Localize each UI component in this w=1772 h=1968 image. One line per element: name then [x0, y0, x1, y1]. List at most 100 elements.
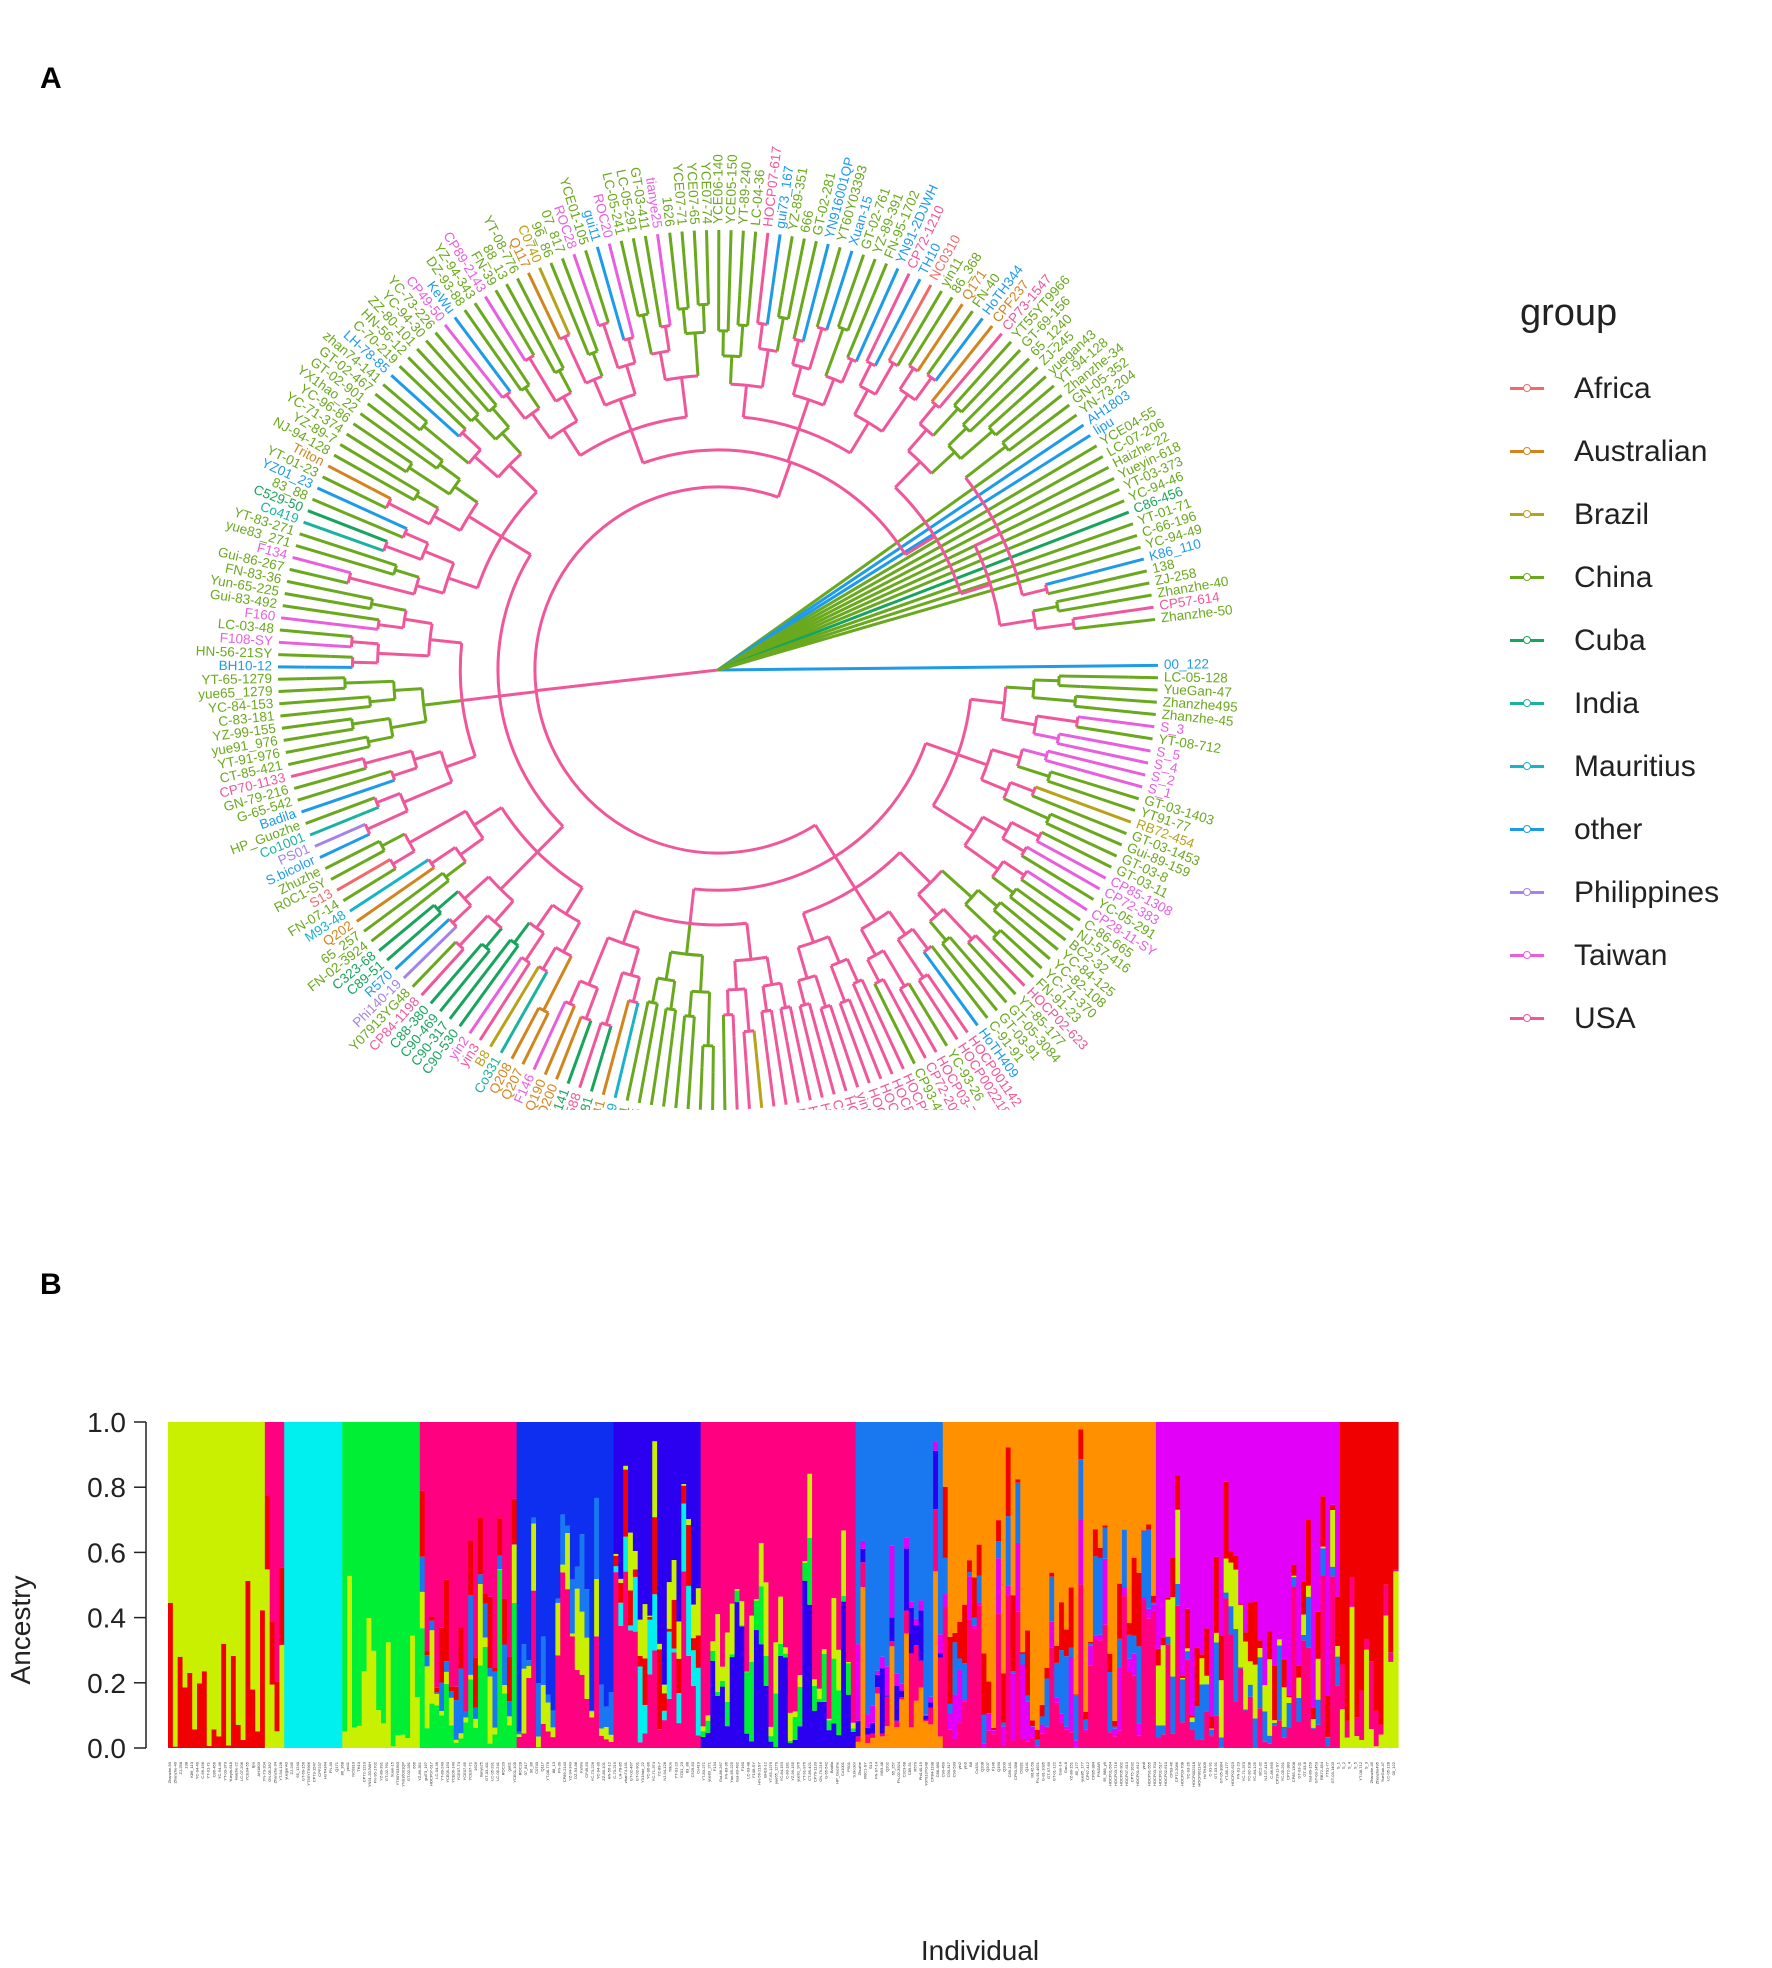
tree-branch: [717, 510, 1130, 672]
ancestry-bar-segment: [439, 1682, 445, 1711]
tree-branch: [1020, 854, 1062, 881]
tree-branch: [825, 275, 846, 331]
ancestry-bar-segment: [666, 1628, 673, 1632]
tree-branch: [432, 940, 457, 967]
ancestry-bar-segment: [1228, 1562, 1234, 1607]
ancestry-bar-segment: [1344, 1737, 1351, 1748]
legend-label: India: [1574, 686, 1640, 720]
tree-branch: [860, 979, 873, 1001]
tree-branch: [964, 445, 1007, 479]
ancestry-bar-segment: [1020, 1653, 1026, 1665]
tree-branch: [917, 893, 938, 917]
ancestry-bar-segment: [477, 1422, 484, 1518]
ancestry-bar-segment: [502, 1685, 508, 1694]
ancestry-bar-segment: [1281, 1726, 1288, 1738]
ancestry-bar-segment: [211, 1729, 218, 1748]
tree-branch: [763, 1037, 776, 1107]
ancestry-bar-segment: [381, 1723, 387, 1748]
ancestry-bar-segment: [1063, 1729, 1070, 1748]
tree-branch: [1060, 840, 1112, 869]
tree-arc: [792, 393, 825, 407]
ancestry-bar-segment: [1262, 1685, 1268, 1712]
ancestry-bar-segment: [773, 1693, 779, 1748]
ancestry-bar-segment: [550, 1422, 557, 1711]
x-tick-label: G-81-1035: [1041, 1761, 1046, 1781]
tree-branch: [829, 965, 847, 1002]
ancestry-bar-segment: [352, 1422, 358, 1728]
ancestry-bar-segment: [1088, 1643, 1094, 1646]
x-tick-label: YC-96-86: [645, 1761, 650, 1779]
ancestry-bar-segment: [937, 1634, 944, 1654]
tree-branch: [560, 257, 592, 332]
ancestry-bar-segment: [1247, 1684, 1254, 1697]
tree-branch: [756, 301, 762, 324]
tree-branch: [507, 956, 523, 977]
ancestry-bar-segment: [908, 1601, 915, 1608]
tree-branch: [424, 446, 444, 462]
ancestry-bar-segment: [516, 1736, 523, 1748]
tree-arc: [759, 347, 778, 353]
tree-branch: [887, 340, 901, 362]
ancestry-bar-segment: [1131, 1635, 1138, 1654]
ancestry-bar-segment: [1175, 1422, 1181, 1476]
ancestry-bar-segment: [1286, 1695, 1293, 1698]
ancestry-bar-segment: [274, 1422, 280, 1682]
ancestry-bar-segment: [574, 1422, 581, 1567]
ancestry-bar-segment: [279, 1644, 285, 1748]
x-tick-label: Q200: [1002, 1761, 1007, 1772]
ancestry-bar-segment: [971, 1625, 978, 1629]
legend-swatch: [1510, 636, 1544, 644]
x-tick-label: YC-05-291: [1280, 1761, 1285, 1781]
ancestry-bar-segment: [506, 1701, 513, 1717]
ancestry-bar-segment: [1223, 1481, 1230, 1559]
legend-label: Taiwan: [1574, 938, 1668, 972]
x-tick-label: 65_257: [890, 1761, 895, 1775]
ancestry-bar-segment: [1238, 1422, 1244, 1605]
ancestry-bar-segment: [773, 1642, 779, 1694]
ancestry-bar-segment: [637, 1655, 644, 1667]
tree-branch: [326, 576, 349, 585]
tree-branch: [651, 1003, 659, 1026]
ancestry-bar-segment: [473, 1657, 479, 1708]
ancestry-bar-segment: [1155, 1648, 1162, 1666]
ancestry-bar-segment: [1005, 1585, 1012, 1596]
ancestry-bar-segment: [720, 1686, 726, 1748]
tree-arc: [1043, 750, 1050, 761]
x-tick-label: Zhanzhe-50: [167, 1761, 172, 1783]
x-tick-label: YN916001QP: [401, 1762, 406, 1787]
x-tick-label: LC-05-241: [495, 1761, 500, 1781]
x-tick-label: Zhuzhe: [857, 1761, 862, 1775]
tree-branch: [484, 295, 515, 343]
ancestry-bar-segment: [1335, 1656, 1341, 1686]
tree-branch: [367, 446, 408, 474]
tree-arc: [964, 889, 980, 906]
ancestry-bar-segment: [1010, 1740, 1017, 1748]
legend-item: other: [1510, 798, 1719, 861]
ancestry-bar-segment: [744, 1733, 750, 1748]
tree-arc: [678, 306, 689, 311]
tree-branch: [848, 421, 870, 454]
ancestry-bar-segment: [763, 1422, 770, 1583]
tree-branch: [694, 269, 700, 305]
tree-branch: [1047, 779, 1103, 801]
ancestry-bar-segment: [516, 1731, 523, 1735]
ancestry-bar-segment: [511, 1498, 518, 1545]
tree-branch: [474, 949, 491, 969]
tree-branch: [732, 1036, 739, 1110]
ancestry-bar-segment: [729, 1657, 736, 1748]
tree-branch: [523, 970, 549, 1013]
ancestry-bar-segment: [1354, 1736, 1360, 1748]
tree-tip-label: LC-03-48: [217, 616, 274, 636]
ancestry-bar-segment: [758, 1586, 765, 1645]
tree-branch: [1099, 718, 1155, 729]
tree-branch: [463, 875, 490, 900]
ancestry-bar-segment: [1301, 1581, 1307, 1615]
tree-arc: [486, 914, 503, 930]
tree-branch: [1058, 732, 1082, 740]
ancestry-bar-segment: [492, 1422, 498, 1669]
ancestry-bar-segment: [1291, 1577, 1297, 1587]
ancestry-bar-segment: [1015, 1482, 1021, 1543]
tree-arc: [873, 977, 885, 986]
tree-branch: [461, 694, 500, 703]
tree-arc: [778, 315, 789, 321]
